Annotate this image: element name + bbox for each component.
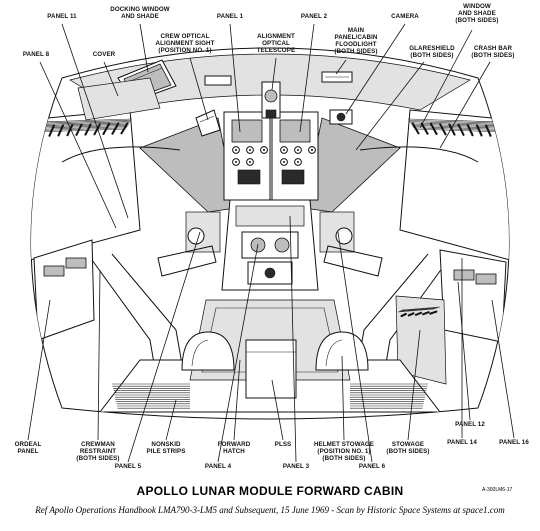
leader-crash-bar bbox=[439, 61, 491, 149]
leader-floodlight bbox=[335, 59, 347, 75]
leader-panel-8 bbox=[39, 61, 117, 229]
callout-panel-3: PANEL 3 bbox=[283, 463, 310, 470]
leader-panel-11 bbox=[61, 23, 129, 219]
leader-helmet-stowage bbox=[341, 355, 345, 441]
leader-lines bbox=[27, 23, 515, 463]
callout-panel-8: PANEL 8 bbox=[23, 51, 50, 58]
callout-panel-14: PANEL 14 bbox=[447, 439, 477, 446]
leader-panel-2 bbox=[299, 23, 315, 133]
callout-panel-4: PANEL 4 bbox=[205, 463, 232, 470]
alignment-telescope bbox=[261, 81, 281, 119]
callout-camera: CAMERA bbox=[391, 13, 419, 20]
main-panels bbox=[223, 111, 319, 201]
leader-panel-16 bbox=[491, 299, 515, 439]
leader-nonskid-strips bbox=[165, 399, 177, 441]
leader-ordeal-panel bbox=[27, 299, 51, 441]
leader-panel-5 bbox=[127, 231, 201, 463]
crash-bar-right bbox=[359, 146, 479, 163]
leader-glareshield bbox=[355, 61, 425, 151]
callout-panel-1: PANEL 1 bbox=[217, 13, 244, 20]
camera bbox=[329, 109, 353, 125]
leader-panel-4 bbox=[217, 243, 259, 463]
diagram-title: APOLLO LUNAR MODULE FORWARD CABIN bbox=[136, 484, 404, 498]
source-caption: Ref Apollo Operations Handbook LMA790-3-… bbox=[35, 505, 505, 515]
callout-cover: COVER bbox=[93, 51, 116, 58]
crew-optical-sight bbox=[195, 109, 221, 137]
leader-docking-window bbox=[139, 23, 149, 73]
leader-panel-3 bbox=[289, 215, 297, 463]
leader-crew-optical-sight bbox=[189, 57, 209, 121]
leader-panel-1 bbox=[229, 23, 241, 133]
callout-panel-6: PANEL 6 bbox=[359, 463, 386, 470]
right-side-panels bbox=[399, 109, 509, 261]
leader-panel-12 bbox=[457, 281, 471, 421]
callout-panel-5: PANEL 5 bbox=[115, 463, 142, 470]
callout-stowage: STOWAGE(BOTH SIDES) bbox=[386, 441, 429, 455]
leader-window-shade bbox=[419, 29, 473, 129]
helmet-stowage bbox=[181, 331, 369, 371]
callout-panel-2: PANEL 2 bbox=[301, 13, 328, 20]
leader-forward-hatch bbox=[233, 359, 241, 441]
callout-helmet-stowage: HELMET STOWAGE(POSITION NO. 1)(BOTH SIDE… bbox=[314, 441, 374, 462]
left-cover bbox=[77, 77, 161, 121]
leader-plss bbox=[271, 379, 284, 441]
plss-box bbox=[245, 339, 297, 399]
left-side-panels bbox=[31, 109, 141, 261]
leader-crewman-restraint bbox=[97, 269, 101, 441]
right-lower-panels bbox=[395, 249, 507, 385]
ordeal-panel-box bbox=[33, 239, 95, 341]
callout-plss: PLSS bbox=[275, 441, 292, 448]
figure-code: A-300LM6-17 bbox=[482, 487, 513, 493]
left-glareshield bbox=[139, 117, 237, 213]
center-pedestal bbox=[221, 199, 319, 291]
leader-camera bbox=[345, 23, 406, 115]
callout-panel-16: PANEL 16 bbox=[499, 439, 529, 446]
leader-cover bbox=[103, 61, 119, 97]
callout-panel-12: PANEL 12 bbox=[455, 421, 485, 428]
leader-stowage bbox=[407, 329, 421, 441]
callout-glareshield: GLARESHIELD(BOTH SIDES) bbox=[409, 45, 455, 59]
leader-alignment-telescope bbox=[271, 57, 277, 91]
leader-panel-6 bbox=[337, 231, 373, 463]
crash-bar-left bbox=[61, 146, 181, 163]
callout-crash-bar: CRASH BAR(BOTH SIDES) bbox=[471, 45, 514, 59]
callout-panel-11: PANEL 11 bbox=[47, 13, 77, 20]
